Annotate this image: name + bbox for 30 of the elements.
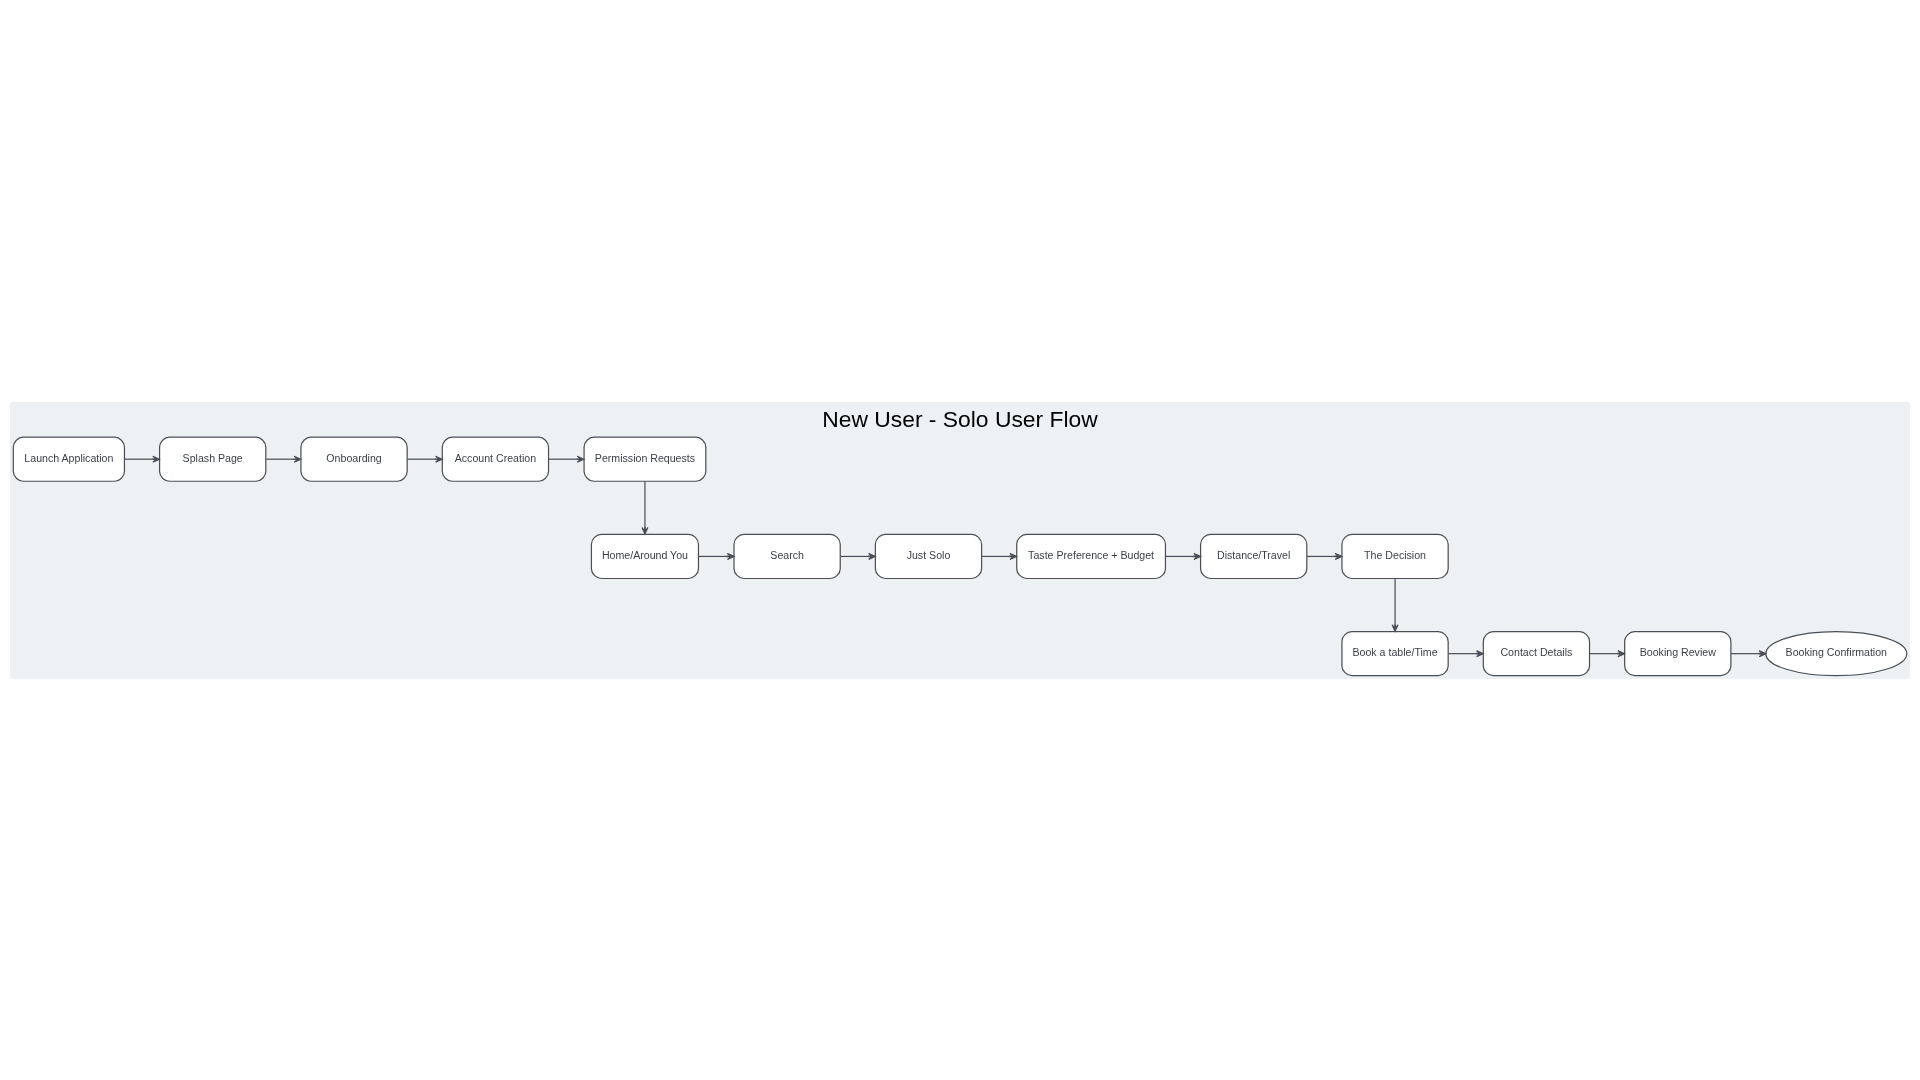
node-box: Launch Application (12, 436, 126, 482)
arrow (265, 455, 302, 463)
arrow (123, 455, 160, 463)
node-box: Splash Page (158, 436, 267, 482)
arrow (1164, 552, 1202, 560)
node-ellipse: Booking Confirmation (1765, 630, 1908, 676)
node-box: Booking Review (1624, 630, 1732, 676)
node-box: Search (733, 533, 841, 579)
node-box: Contact Details (1482, 630, 1591, 676)
node-box: The Decision (1341, 533, 1449, 579)
node-box: Taste Preference + Budget (1016, 533, 1167, 579)
node-box: Distance/Travel (1199, 533, 1308, 579)
arrow (547, 455, 585, 463)
arrow (981, 552, 1018, 560)
arrow (839, 552, 876, 560)
arrow (1306, 552, 1343, 560)
node-box: Permission Requests (583, 436, 707, 482)
diagram-title: New User - Solo User Flow (822, 405, 1098, 432)
arrow (641, 480, 649, 535)
node-box: Just Solo (874, 533, 983, 579)
arrow (1730, 649, 1767, 657)
arrow (698, 552, 735, 560)
node-box: Book a table/Time (1341, 630, 1449, 676)
arrow (1589, 649, 1626, 657)
node-box: Home/Around You (590, 533, 700, 579)
node-box: Account Creation (441, 436, 550, 482)
node-box: Onboarding (300, 436, 408, 482)
arrow (1391, 577, 1399, 632)
arrow (406, 455, 443, 463)
arrow (1447, 649, 1484, 657)
